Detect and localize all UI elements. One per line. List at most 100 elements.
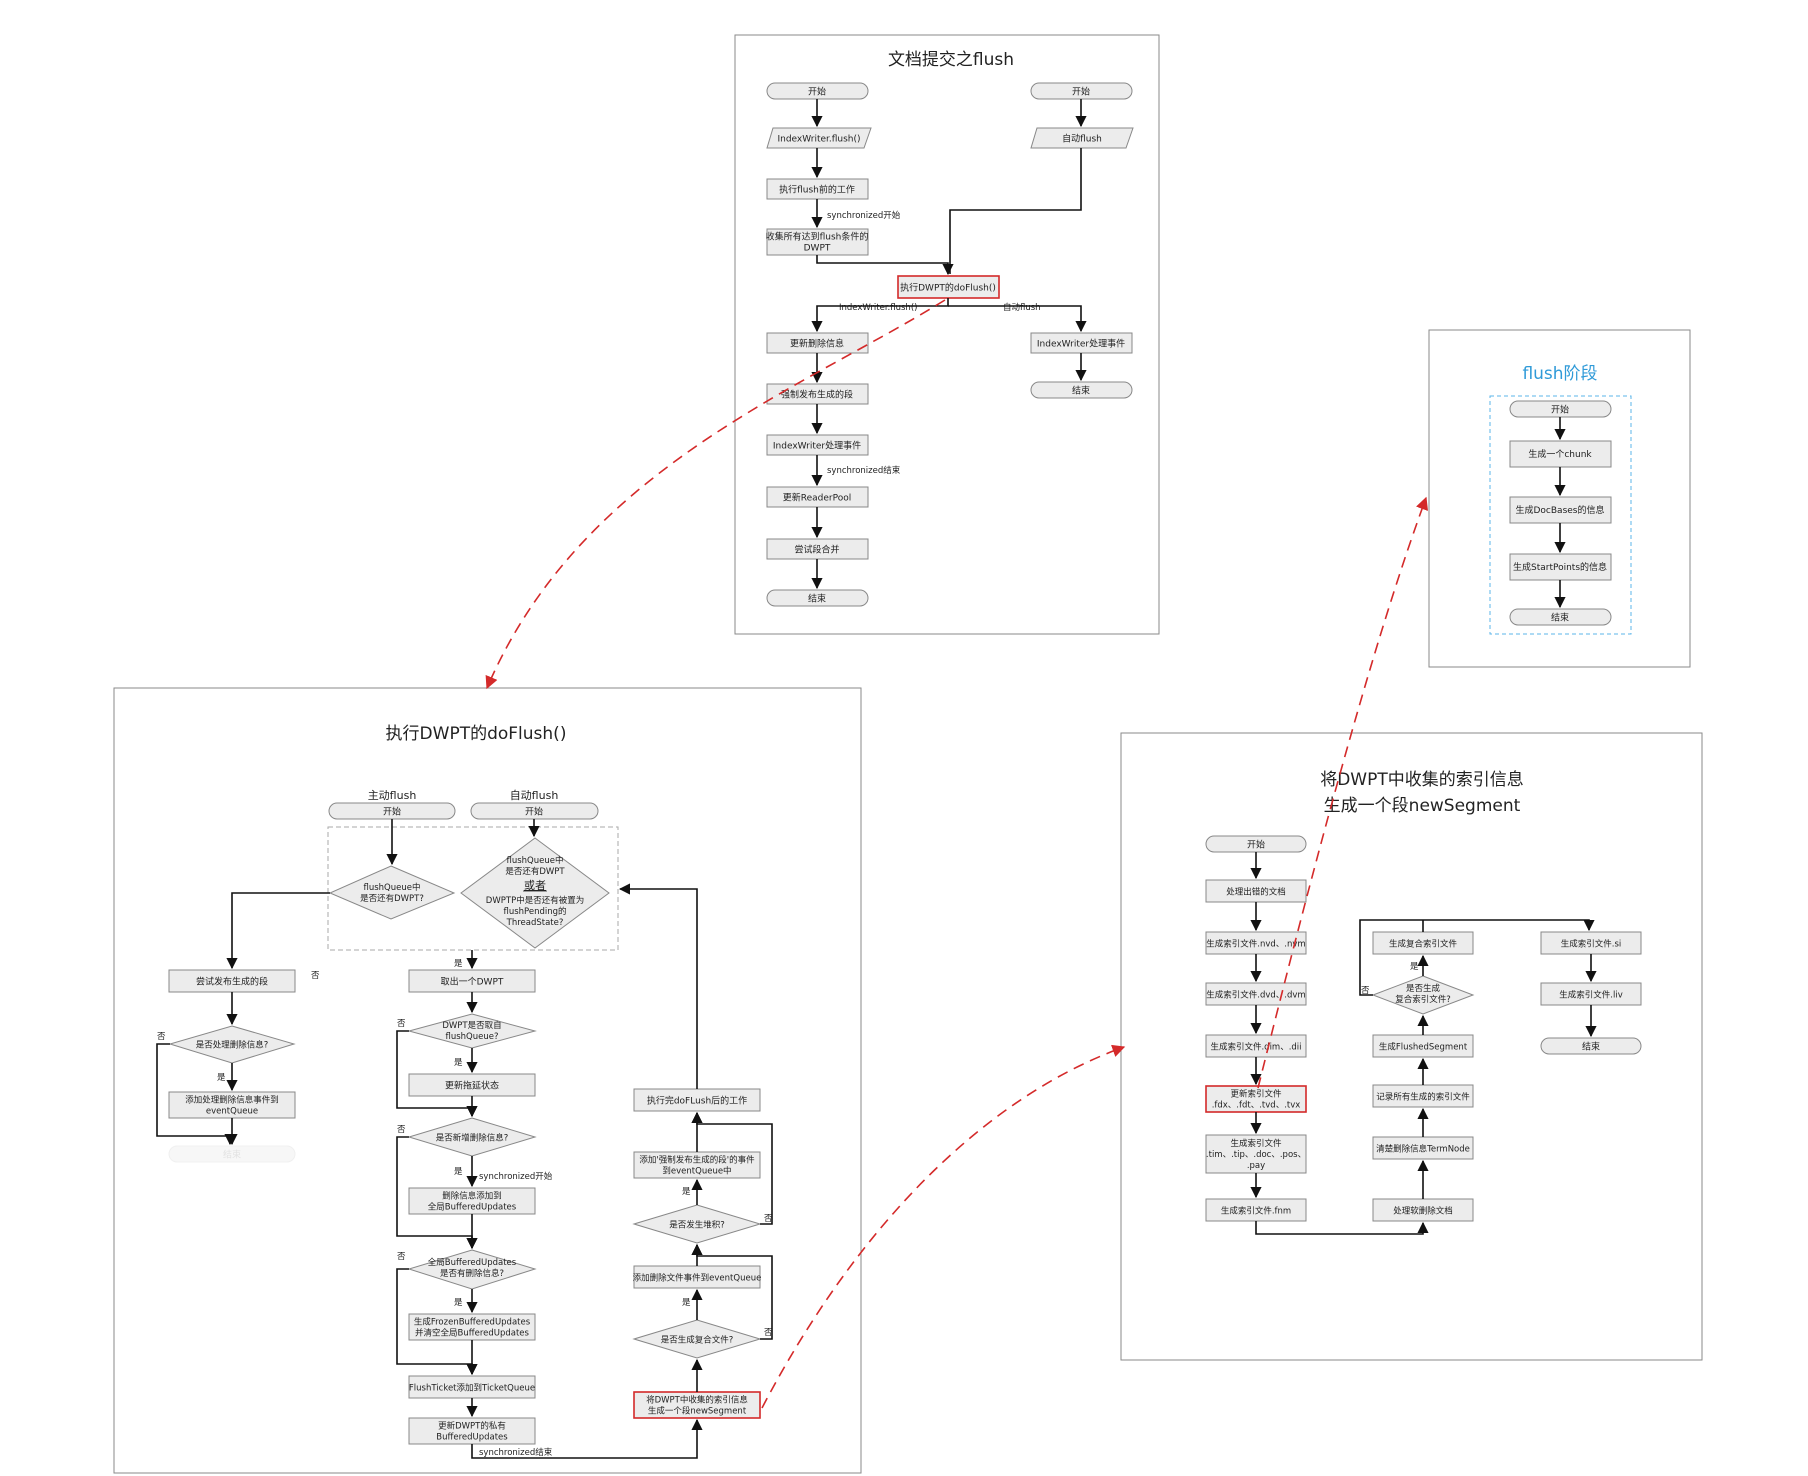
panel-dwpt-doflush: 执行DWPT的doFlush() 主动flush 自动flush 开始 开始 f… [113,687,862,1474]
panel-generate-segment: 将DWPT中收集的索引信息 生成一个段newSegment 开始 处理出错的文档… [1120,732,1703,1361]
process-chunk [1509,440,1612,468]
node-label: DWPTP中是否还有被置为 [486,895,584,906]
edge-label: 否 [764,1214,773,1224]
node-label: 更新索引文件 [1230,1089,1282,1100]
node-label: 全局BufferedUpdates [428,1257,517,1268]
dashed-group [327,826,619,951]
edge-label: 否 [397,1019,406,1029]
node-label: 生成FrozenBufferedUpdates [414,1317,531,1328]
node-label: 或者 [524,879,546,892]
node-label: 结束 [1582,1041,1600,1053]
node-label: 添加处理删除信息事件到 [185,1095,279,1106]
end-node [1509,608,1612,626]
node-label: 删除信息添加到 [442,1191,502,1202]
node-label: 将DWPT中收集的索引信息 [646,1395,748,1406]
decision-compound [632,1319,762,1359]
edge-label: 否 [157,1032,166,1042]
end-node-right [1030,381,1133,399]
node-label: 结束 [808,593,826,605]
node-label: 生成一个chunk [1528,448,1592,460]
node-label: 复合索引文件? [1395,994,1451,1005]
edge-label: 否 [764,1328,773,1338]
node-label: 更新拖延状态 [445,1080,499,1092]
io-node-auto-flush [1030,127,1134,149]
node-label: 是否发生堆积? [669,1220,725,1231]
node-label: 更新ReaderPool [783,492,851,504]
decision-backlog [632,1204,762,1244]
edge-label: 是 [682,1187,691,1197]
node-label: 结束 [1551,612,1569,624]
node-label: 更新DWPT的私有 [438,1421,506,1432]
node-label: 尝试段合并 [794,544,839,556]
end-node-left [766,589,869,607]
link-segment-to-panel [761,1044,1126,1409]
end-node-faded [168,1145,296,1163]
column-label: 自动flush [510,789,559,802]
edge-label: 否 [397,1252,406,1262]
edge-label: synchronized开始 [827,210,901,221]
decision-dwpt-from-queue [407,1013,537,1049]
edge-label: 是 [454,959,463,969]
node-label: 生成索引文件.liv [1559,990,1622,1001]
node-label: flushQueue中 [507,855,564,866]
node-label: 收集所有达到flush条件的 [766,231,869,243]
node-label: 生成DocBases的信息 [1516,504,1605,516]
process-docbases [1509,496,1612,524]
end-node [1540,1037,1642,1055]
node-label: 生成索引文件.dvd、.dvm [1206,990,1305,1001]
edge-label: 是 [454,1298,463,1308]
node-label: DWPT [804,244,831,254]
node-label: 执行DWPT的doFlush() [900,282,996,294]
node-label: 尝试发布生成的段 [196,976,268,988]
node-label: BufferedUpdates [436,1433,508,1443]
node-label: 自动flush [1062,133,1102,145]
node-label: 全局BufferedUpdates [428,1202,517,1213]
column-label: 主动flush [368,789,417,802]
node-label: 开始 [383,806,401,818]
node-label: .pay [1247,1161,1265,1171]
panel-frame [1428,329,1691,668]
process-startpoints [1509,553,1612,581]
node-label: ThreadState? [506,918,564,928]
process-generate-segment [633,1391,761,1419]
node-label: flushQueue? [446,1032,499,1042]
edge-label: 是 [1410,962,1419,972]
node-label: IndexWriter处理事件 [1037,338,1125,350]
process-update-private [408,1417,536,1445]
node-label: 生成索引文件.si [1561,939,1622,950]
decision-flushqueue-auto [460,837,610,949]
node-label: 开始 [808,86,826,98]
node-label: 添加'强制发布生成的段'的事件 [639,1155,755,1166]
node-label: 是否新增删除信息? [436,1133,509,1144]
connectors [156,819,773,1459]
panel-flush-stage: flush阶段 开始 生成一个chunk 生成DocBases的信息 生成Sta… [1428,329,1691,668]
node-label: 是否还有DWPT? [360,893,424,904]
node-label: 结束 [223,1149,241,1161]
node-label: 并清空全局BufferedUpdates [415,1328,530,1339]
process-tim [1205,1134,1307,1174]
edge-label: 是 [454,1167,463,1177]
decision-flushqueue-main [328,865,456,920]
node-label: DWPT是否取自 [442,1020,501,1031]
node-label: 处理软删除文档 [1393,1206,1453,1217]
edge-label: 否 [397,1125,406,1135]
process-update-fdx [1205,1085,1307,1113]
node-label: IndexWriter处理事件 [773,440,861,452]
connectors [1250,852,1597,1235]
node-label: 生成索引文件.nvd、.nvm [1206,939,1305,950]
node-label: 生成StartPoints的信息 [1513,561,1607,573]
link-doflush-to-panel [485,299,946,690]
link-update-to-flush-stage [1257,496,1429,1089]
node-label: 记录所有生成的索引文件 [1376,1092,1470,1103]
edge-label: synchronized开始 [479,1171,553,1182]
edge-label: synchronized结束 [827,465,901,476]
panel-title: flush阶段 [1522,364,1597,384]
node-label: 生成索引文件 [1230,1138,1282,1149]
edge-label: 否 [311,971,320,981]
process-collect-dwpt [766,228,869,256]
edge-label: synchronized结束 [479,1447,553,1458]
node-label: FlushTicket添加到TicketQueue [409,1383,535,1394]
node-label: 清楚删除信息TermNode [1376,1144,1470,1155]
node-label: 开始 [1551,404,1569,416]
node-label: 处理出错的文档 [1226,887,1286,898]
